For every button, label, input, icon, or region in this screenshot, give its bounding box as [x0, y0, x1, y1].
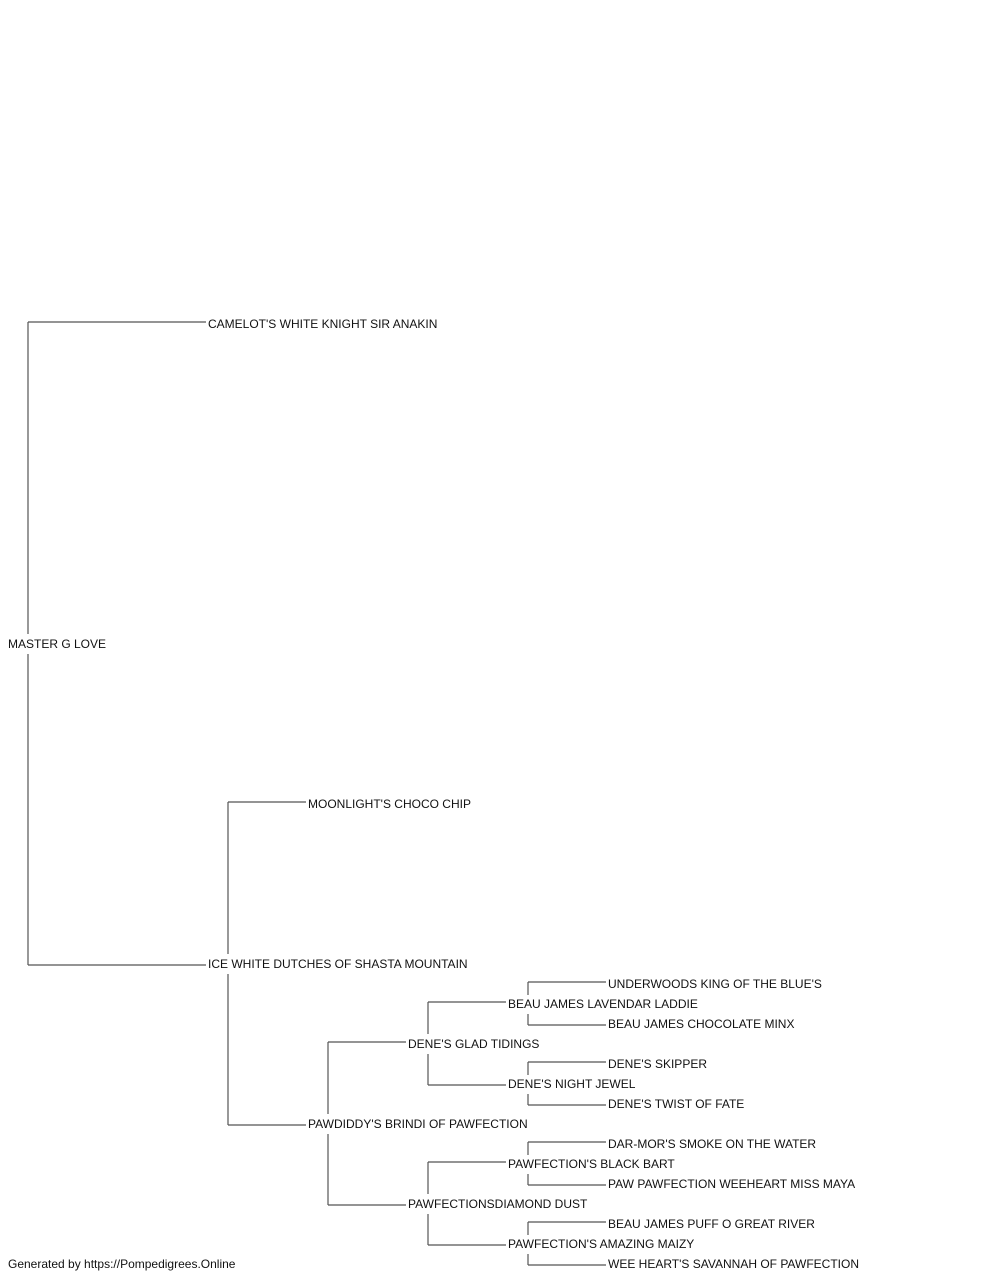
dam-dam-dam-name: PAWFECTIONSDIAMOND DUST — [408, 1197, 588, 1211]
dddsd-name: PAW PAWFECTION WEEHEART MISS MAYA — [608, 1177, 855, 1191]
dddss-name: DAR-MOR'S SMOKE ON THE WATER — [608, 1137, 816, 1151]
ddssd-name: BEAU JAMES CHOCOLATE MINX — [608, 1017, 794, 1031]
ddds-name: PAWFECTION'S BLACK BART — [508, 1157, 675, 1171]
ddsds-name: DENE'S SKIPPER — [608, 1057, 707, 1071]
ddsd-name: DENE'S NIGHT JEWEL — [508, 1077, 636, 1091]
ddss-name: BEAU JAMES LAVENDAR LADDIE — [508, 997, 698, 1011]
sire-name: CAMELOT'S WHITE KNIGHT SIR ANAKIN — [208, 317, 437, 331]
ddddd-name: WEE HEART'S SAVANNAH OF PAWFECTION — [608, 1257, 859, 1271]
subject-name: MASTER G LOVE — [8, 637, 106, 651]
dam-dam-name: PAWDIDDY'S BRINDI OF PAWFECTION — [308, 1117, 528, 1131]
ddsdd-name: DENE'S TWIST OF FATE — [608, 1097, 744, 1111]
dam-dam-sire-name: DENE'S GLAD TIDINGS — [408, 1037, 539, 1051]
ddsss-name: UNDERWOODS KING OF THE BLUE'S — [608, 977, 822, 991]
dam-name: ICE WHITE DUTCHES OF SHASTA MOUNTAIN — [208, 957, 468, 971]
pedigree-connectors — [27, 321, 606, 1266]
dddd-name: PAWFECTION'S AMAZING MAIZY — [508, 1237, 694, 1251]
generated-by-footer: Generated by https://Pompedigrees.Online — [8, 1257, 236, 1271]
dddds-name: BEAU JAMES PUFF O GREAT RIVER — [608, 1217, 815, 1231]
dam-sire-name: MOONLIGHT'S CHOCO CHIP — [308, 797, 471, 811]
